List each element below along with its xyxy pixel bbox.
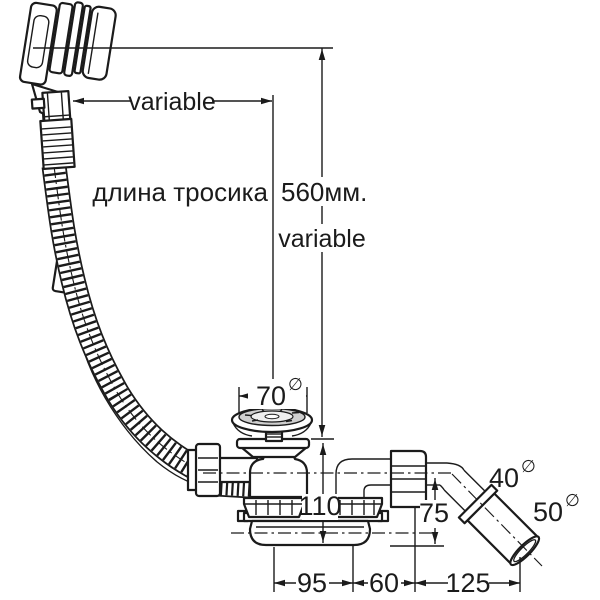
- side-span-label: variable: [278, 225, 366, 253]
- plug-diameter-label: 70: [256, 381, 286, 411]
- outlet-pipe-diameter-label: 40: [489, 463, 519, 493]
- drain-plug-cap: [230, 406, 314, 437]
- hose-nut: [186, 442, 222, 498]
- cable-length-value: 560мм.: [281, 177, 367, 207]
- dim-125-label: 125: [445, 568, 490, 598]
- outlet-end-diameter-symbol: ∅: [565, 491, 580, 510]
- drain-flange: [235, 437, 311, 459]
- trap-height-label: 110: [298, 491, 341, 521]
- drain-slip-nut: [242, 496, 306, 519]
- plug-diameter-symbol: ∅: [288, 375, 303, 394]
- outlet-end-diameter-label: 50: [533, 497, 563, 527]
- centerlines: [33, 47, 543, 567]
- dim-95-label: 95: [297, 568, 327, 598]
- top-span-label: variable: [128, 88, 216, 116]
- corrugated-hose: [41, 164, 204, 480]
- dim-60-label: 60: [369, 568, 399, 598]
- outlet-height-label: 75: [419, 498, 449, 528]
- outlet-pipe: [426, 462, 541, 567]
- cable-length-label: длина тросика: [92, 177, 268, 207]
- overflow-body-tube: [30, 89, 76, 171]
- dimensions: variable длина тросика 560мм. variable 7…: [73, 48, 580, 598]
- outlet-pipe-collar: [457, 483, 499, 525]
- outlet-pipe-diameter-symbol: ∅: [521, 457, 536, 476]
- outlet-elbow: [335, 458, 391, 499]
- overflow-knob: [18, 1, 117, 171]
